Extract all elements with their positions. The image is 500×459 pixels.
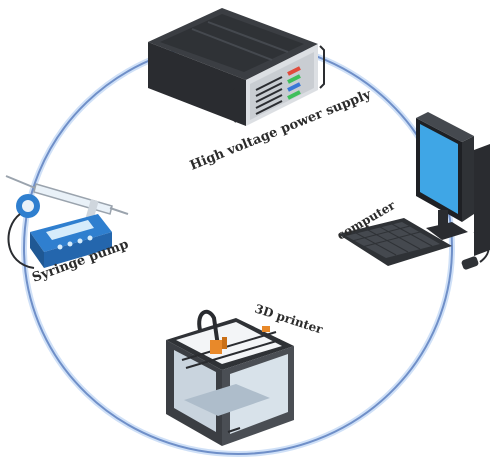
computer-icon	[338, 112, 490, 270]
syringe-pump-icon	[5, 175, 129, 269]
printer-3d-icon	[166, 309, 294, 446]
power-supply-icon	[148, 8, 325, 126]
